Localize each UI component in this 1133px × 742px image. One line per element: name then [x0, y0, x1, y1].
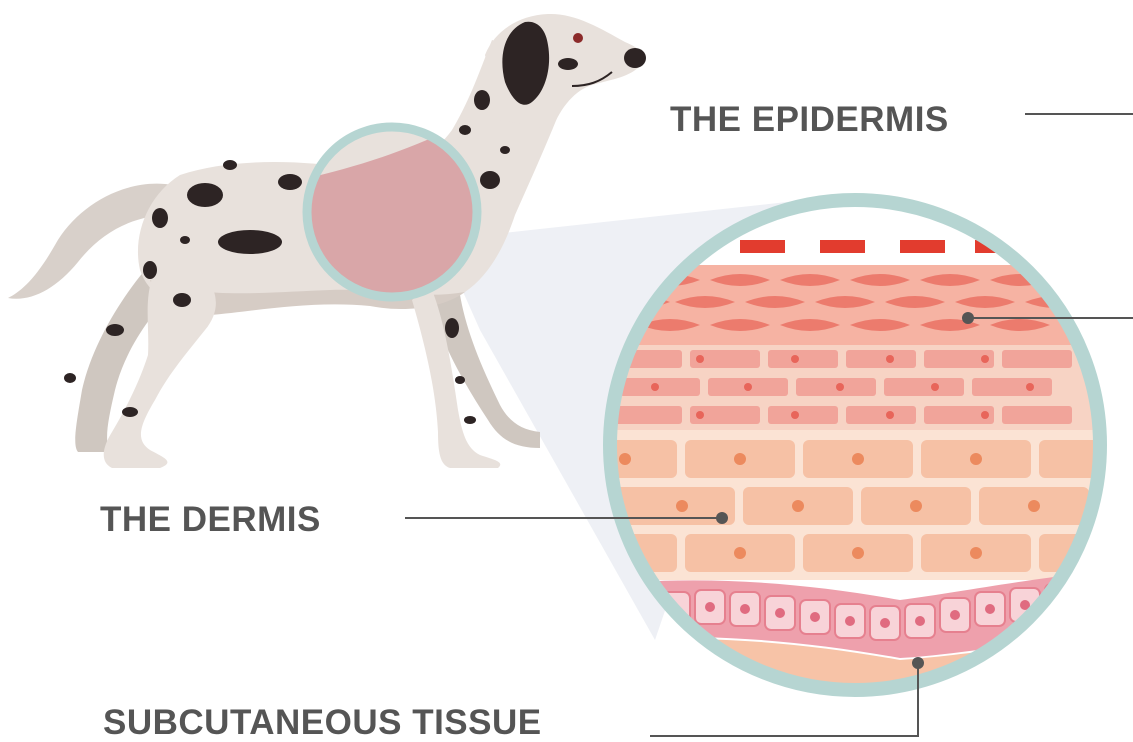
- subcutaneous-leader-dot: [912, 657, 924, 669]
- dog-eye: [573, 33, 583, 43]
- dermis-leader-dot: [716, 512, 728, 524]
- dog-nose: [624, 48, 646, 68]
- epidermis-leader-dot: [962, 312, 974, 324]
- label-dermis: THE DERMIS: [100, 502, 321, 537]
- label-subcutaneous-tissue: SUBCUTANEOUS TISSUE: [103, 705, 542, 740]
- label-epidermis: THE EPIDERMIS: [670, 102, 949, 137]
- skin-cross-section-magnifier: [600, 190, 1110, 710]
